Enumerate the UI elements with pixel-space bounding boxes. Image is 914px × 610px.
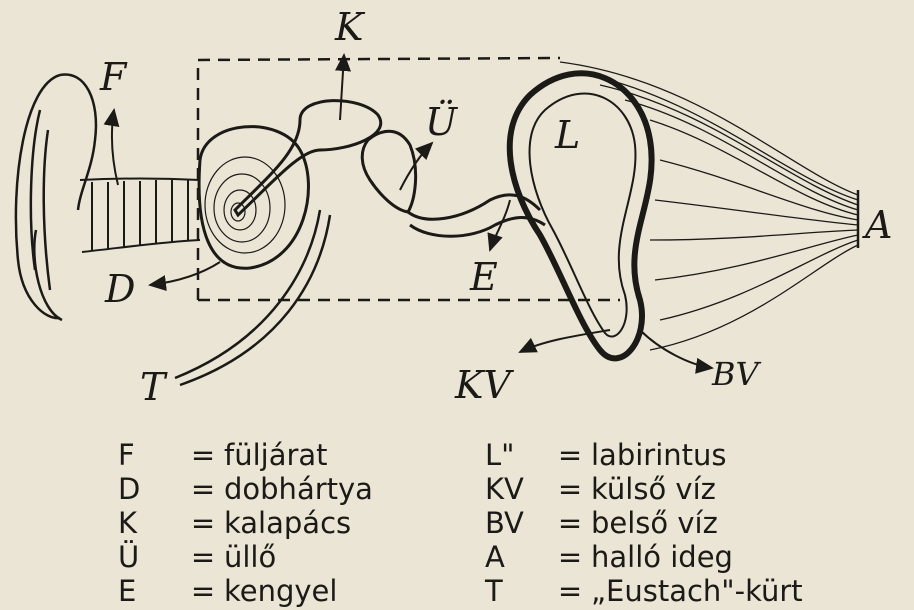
legend-item: A=halló ideg <box>485 540 803 574</box>
label-F: F <box>99 55 128 99</box>
legend-key: KV <box>485 472 549 506</box>
legend-text: füljárat <box>224 438 328 472</box>
outer-ear <box>16 74 96 320</box>
label-E: E <box>469 255 498 299</box>
legend-key: K <box>118 506 182 540</box>
legend-item: T=„Eustach"-kürt <box>485 574 803 608</box>
legend-key: A <box>485 540 549 574</box>
legend-key: L" <box>485 438 549 472</box>
legend-item: K=kalapács <box>118 506 373 540</box>
auditory-nerve <box>560 62 858 350</box>
labyrinth <box>510 73 652 358</box>
legend-equals: = <box>182 472 224 506</box>
label-T: T <box>140 365 168 409</box>
legend-equals: = <box>549 472 591 506</box>
label-U: Ü <box>425 100 459 144</box>
ear-anatomy-diagram: F K Ü L D E A T KV BV <box>0 0 914 430</box>
ear-canal <box>80 179 200 253</box>
legend-key: E <box>118 574 182 608</box>
legend-item: E=kengyel <box>118 574 373 608</box>
anvil-bone <box>362 131 415 212</box>
legend-equals: = <box>182 438 224 472</box>
legend-item: D=dobhártya <box>118 472 373 506</box>
legend-text: külső víz <box>591 472 716 506</box>
legend-text: belső víz <box>591 506 718 540</box>
legend-equals: = <box>182 574 224 608</box>
legend-text: kengyel <box>224 574 337 608</box>
legend-item: BV=belső víz <box>485 506 803 540</box>
legend-text: halló ideg <box>591 540 733 574</box>
legend-text: „Eustach"-kürt <box>591 574 803 608</box>
legend-item: L"=labirintus <box>485 438 803 472</box>
legend-key: T <box>485 574 549 608</box>
legend-key: F <box>118 438 182 472</box>
legend-text: üllő <box>224 540 276 574</box>
label-KV: KV <box>454 363 514 407</box>
legend-equals: = <box>549 506 591 540</box>
legend-right: L"=labirintus KV=külső víz BV=belső víz … <box>485 438 803 608</box>
legend-key: Ü <box>118 540 182 574</box>
legend-key: D <box>118 472 182 506</box>
legend-item: KV=külső víz <box>485 472 803 506</box>
legend-item: Ü=üllő <box>118 540 373 574</box>
label-L: L <box>554 113 580 157</box>
legend-item: F=füljárat <box>118 438 373 472</box>
label-A: A <box>862 203 892 247</box>
legend-text: dobhártya <box>224 472 373 506</box>
legend-equals: = <box>549 438 591 472</box>
legend-text: kalapács <box>224 506 351 540</box>
label-D: D <box>104 267 135 311</box>
legend-text: labirintus <box>591 438 727 472</box>
legend-key: BV <box>485 506 549 540</box>
legend-equals: = <box>549 540 591 574</box>
legend-equals: = <box>549 574 591 608</box>
legend-left: F=füljárat D=dobhártya K=kalapács Ü=üllő… <box>118 438 373 608</box>
legend-equals: = <box>182 540 224 574</box>
label-BV: BV <box>711 355 762 393</box>
legend-equals: = <box>182 506 224 540</box>
label-K: K <box>334 5 366 49</box>
